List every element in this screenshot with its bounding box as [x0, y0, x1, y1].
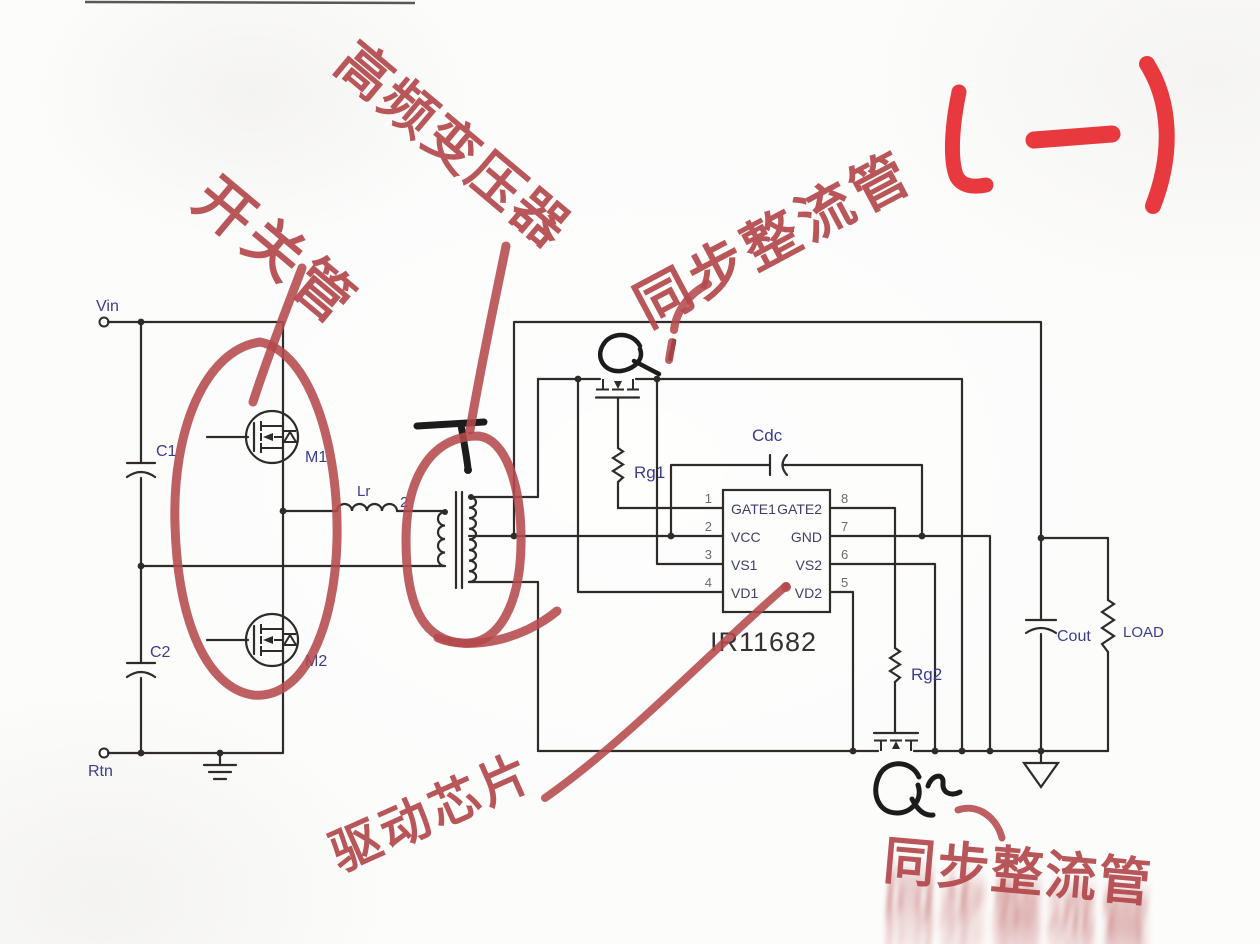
pin1-num: 1	[705, 491, 712, 506]
primary-winding	[436, 510, 447, 568]
pin6-name: VS2	[796, 557, 823, 573]
triangle-ground-symbol	[1021, 749, 1061, 789]
vd2-wire	[828, 590, 855, 753]
lr-inductor	[335, 502, 399, 513]
pin8-name: GATE2	[777, 501, 822, 517]
rtn-label: Rtn	[88, 763, 113, 780]
annotation-hf-transformer: 高频变压器	[324, 31, 581, 260]
rg1-resistor	[610, 446, 626, 484]
pin2-name: VCC	[731, 529, 761, 545]
pin8-num: 8	[841, 491, 848, 506]
rg2-label: Rg2	[911, 665, 942, 684]
rg1-label: Rg1	[634, 463, 665, 482]
q1-handwritten	[597, 332, 677, 377]
earth-ground-symbol	[202, 751, 238, 781]
gate1-wire	[616, 480, 725, 510]
q2-handwritten	[873, 761, 963, 818]
annotation-sync-rect-bottom-group: 同步整流管 同步整流管 同步整流管	[881, 832, 1155, 944]
mosfet-m2	[205, 612, 300, 668]
hf-transformer-tail	[433, 606, 562, 648]
mosfet-q2	[872, 731, 920, 751]
pin3-num: 3	[705, 547, 712, 562]
cout-capacitor	[1024, 536, 1058, 753]
switch-tube-leader	[248, 263, 307, 407]
primary-phase-dot	[442, 509, 448, 515]
photo-edge-artifact	[84, 0, 416, 5]
rg2-resistor	[887, 646, 903, 684]
cdc-capacitor	[669, 453, 924, 538]
vs1-wire	[655, 377, 725, 566]
transformer	[436, 490, 478, 590]
secondary-winding	[467, 495, 478, 584]
primary-side: Vin Rtn C1 C2	[88, 298, 447, 781]
junction-dots	[137, 318, 1045, 757]
hf-transformer-circle	[401, 431, 526, 648]
driver-chip-leader-end	[781, 582, 791, 592]
secondary-side: Rg1 Cdc 1 2 3 4 8 7 6 5 GATE1 VCC VS1 VD…	[467, 320, 1164, 789]
lr-label: Lr	[357, 483, 370, 500]
c1-plate-bottom	[125, 470, 157, 479]
driver-chip-leader	[541, 582, 790, 802]
gate2-wire	[828, 506, 897, 650]
q1-bus	[536, 377, 964, 753]
load-label: LOAD	[1123, 624, 1164, 641]
pin7-name: GND	[791, 529, 822, 545]
pin1-name: GATE1	[731, 501, 776, 517]
sync-rect-top-leader-tick	[665, 338, 676, 364]
annotation-switch-tube: 开关管	[182, 165, 371, 338]
vin-label: Vin	[96, 298, 119, 315]
gnd-wire	[828, 534, 992, 753]
c2-label: C2	[150, 644, 171, 661]
ic-ir11682: 1 2 3 4 8 7 6 5 GATE1 VCC VS1 VD1 GATE2 …	[705, 488, 848, 657]
ink-annotations	[413, 332, 963, 818]
annotation-driver-chip: 驱动芯片	[322, 743, 542, 882]
pin5-name: VD2	[795, 585, 822, 601]
mosfet-q1	[536, 377, 964, 753]
sync-rect-top-leader	[670, 280, 712, 334]
pin5-num: 5	[841, 575, 848, 590]
pin7-num: 7	[841, 519, 848, 534]
cdc-label: Cdc	[752, 426, 783, 445]
pin6-num: 6	[841, 547, 848, 562]
pin3-name: VS1	[731, 557, 758, 573]
pin2-num: 2	[705, 519, 712, 534]
c2-plate-bottom	[125, 670, 157, 679]
sync-rect-bottom-leader	[954, 804, 1006, 842]
pin4-num: 4	[705, 575, 712, 590]
m1-label: M1	[305, 449, 327, 466]
c1-label: C1	[156, 443, 177, 460]
secondary-bottom-lead	[467, 580, 540, 753]
annotation-page-mark	[944, 56, 1175, 214]
cout-label: Cout	[1057, 628, 1091, 645]
mosfet-m1	[205, 409, 300, 465]
switch-tube-circle	[170, 337, 342, 700]
primary-node-label: 2	[400, 494, 408, 511]
pin4-name: VD1	[731, 585, 758, 601]
vs2-wire	[828, 562, 937, 753]
hf-transformer-leader	[465, 241, 511, 435]
vd1-wire	[576, 377, 725, 594]
annotation-sync-rect-top: 同步整流管	[624, 140, 923, 339]
secondary-top-lead	[467, 377, 540, 499]
load-resistor	[1100, 536, 1116, 753]
